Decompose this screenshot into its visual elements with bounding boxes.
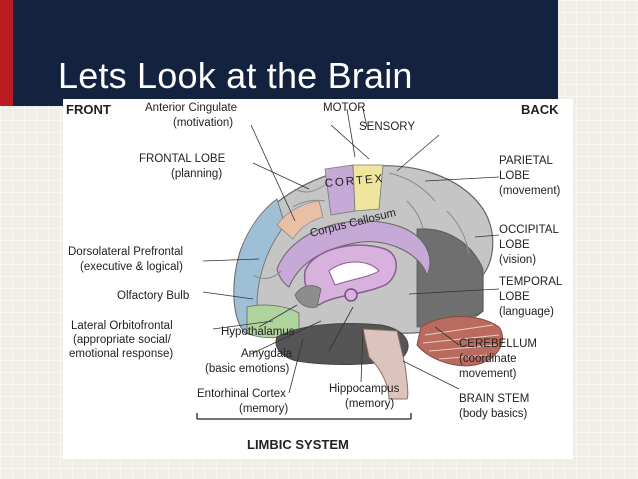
lateral-orbitofrontal-label: Lateral Orbitofrontal <box>71 320 173 332</box>
limbic-bracket <box>196 413 412 420</box>
entorhinal-desc: (memory) <box>239 403 288 415</box>
occipital-lobe-word: LOBE <box>499 239 530 251</box>
slide-title: Lets Look at the Brain <box>58 55 413 96</box>
brain-stem <box>362 328 409 400</box>
sensory-cortex-region <box>352 164 384 212</box>
olfactory-label: Olfactory Bulb <box>117 290 189 302</box>
lateral-orbitofrontal-desc-1: (appropriate social/ <box>73 334 172 346</box>
cerebellum-folds <box>422 324 500 360</box>
anterior-cingulate-label: Anterior Cingulate <box>145 102 237 114</box>
brain-stem-label: BRAIN STEM <box>459 393 529 405</box>
leader-lines <box>202 108 500 394</box>
frontal-lobe-desc: (planning) <box>171 168 222 180</box>
entorhinal-label: Entorhinal Cortex <box>197 388 286 400</box>
amygdala-label: Amygdala <box>241 348 293 360</box>
brain-diagram: FRONT BACK CORTEX Corpus Callosum Anteri… <box>63 99 573 459</box>
hippocampus-label: Hippocampus <box>329 383 400 395</box>
accent-red-bar <box>0 0 13 106</box>
cerebellum <box>416 316 504 367</box>
frontal-blue-region <box>233 198 286 334</box>
anterior-cingulate-desc: (motivation) <box>173 117 233 129</box>
occipital-label: OCCIPITAL <box>499 224 559 236</box>
front-label: FRONT <box>66 102 111 117</box>
cerebellum-desc-2: movement) <box>459 368 517 380</box>
cerebellum-desc-1: (coordinate <box>459 353 517 365</box>
limbic-system-label: LIMBIC SYSTEM <box>247 437 349 452</box>
amygdala-shape <box>344 288 358 302</box>
hypothalamus-region <box>294 285 322 308</box>
back-label: BACK <box>521 102 559 117</box>
temporal-desc: (language) <box>499 306 554 318</box>
parietal-desc: (movement) <box>499 185 561 197</box>
lateral-orbitofrontal-desc-2: emotional response) <box>69 348 173 360</box>
frontal-lobe-label: FRONTAL LOBE <box>139 153 226 165</box>
cortex-label: CORTEX <box>324 173 385 190</box>
amygdala-desc: (basic emotions) <box>205 363 290 375</box>
parietal-lobe-word: LOBE <box>499 170 530 182</box>
parietal-label: PARIETAL <box>499 155 553 167</box>
motor-label: MOTOR <box>323 102 366 114</box>
cerebellum-label: CEREBELLUM <box>459 338 537 350</box>
title-band <box>13 0 558 106</box>
brain-stem-desc: (body basics) <box>459 408 528 420</box>
hippocampus-region <box>328 261 380 286</box>
temporal-label: TEMPORAL <box>499 276 563 288</box>
sensory-label: SENSORY <box>359 121 415 133</box>
dorsolateral-label: Dorsolateral Prefrontal <box>68 246 183 258</box>
hippocampus-desc: (memory) <box>345 398 394 410</box>
gyri-lines <box>252 172 470 279</box>
hypothalamus-label: Hypothalamus <box>221 326 295 338</box>
corpus-callosum <box>276 220 431 288</box>
temporal-lobe-word: LOBE <box>499 291 530 303</box>
occipital-desc: (vision) <box>499 254 536 266</box>
dorsolateral-desc: (executive & logical) <box>80 261 183 273</box>
anterior-cingulate-region <box>276 200 324 240</box>
